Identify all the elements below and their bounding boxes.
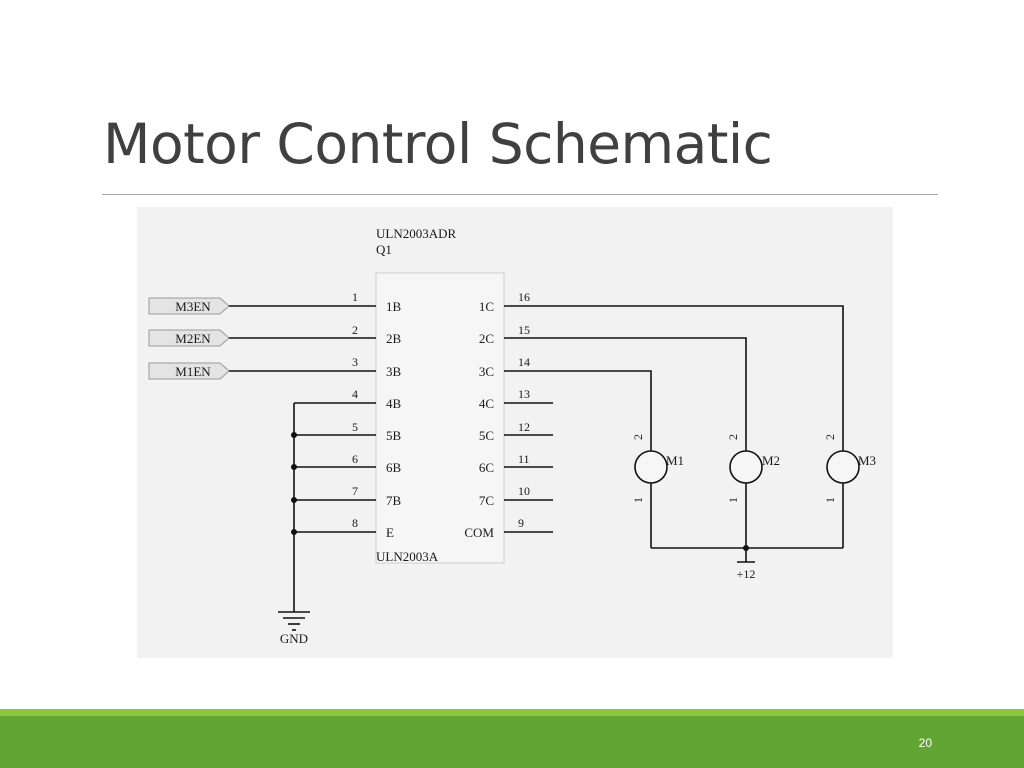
svg-text:M3EN: M3EN — [175, 299, 211, 314]
svg-text:M2EN: M2EN — [175, 331, 211, 346]
pin-name: 2C — [479, 331, 494, 346]
motor-pin-number: 1 — [823, 497, 837, 503]
pin-number: 14 — [518, 355, 530, 369]
pin-name: 4B — [386, 396, 402, 411]
pin-name: 6C — [479, 460, 494, 475]
footer-accent-stripe — [0, 709, 1024, 716]
pin-name: 1C — [479, 299, 494, 314]
pin-name: 2B — [386, 331, 402, 346]
motor-pin-number: 2 — [823, 434, 837, 440]
chip-footer-label: ULN2003A — [376, 549, 439, 564]
pin-name: 3C — [479, 364, 494, 379]
pin-number: 1 — [352, 290, 358, 304]
pin-number: 12 — [518, 420, 530, 434]
chip-designator: Q1 — [376, 242, 392, 257]
supply-wiring — [650, 483, 844, 562]
ground-bus — [291, 403, 297, 612]
motor-pin-number: 2 — [631, 434, 645, 440]
pin-number: 5 — [352, 420, 358, 434]
motor-control-schematic: ULN2003ADR Q1 ULN2003A 1 2 3 4 5 6 7 8 1… — [137, 207, 893, 658]
motor-pin-number: 1 — [726, 497, 740, 503]
pin-name: 7C — [479, 493, 494, 508]
pin-name: 3B — [386, 364, 402, 379]
pin-name: 6B — [386, 460, 402, 475]
ground-label: GND — [280, 631, 308, 646]
pin-name: E — [386, 525, 394, 540]
left-pin-stubs — [294, 305, 376, 533]
net-label-m2en: M2EN — [148, 329, 336, 347]
motor-label: M2 — [762, 453, 780, 468]
pin-number: 13 — [518, 387, 530, 401]
net-label-m1en: M1EN — [148, 362, 336, 380]
pin-number: 8 — [352, 516, 358, 530]
chip-part-number: ULN2003ADR — [376, 226, 456, 241]
motor-label: M1 — [666, 453, 684, 468]
ground-symbol — [278, 611, 310, 631]
footer-bar — [0, 716, 1024, 768]
pin-name: 1B — [386, 299, 402, 314]
pin-number: 4 — [352, 387, 358, 401]
pin-number: 2 — [352, 323, 358, 337]
pin-number: 9 — [518, 516, 524, 530]
pin-name: 5C — [479, 428, 494, 443]
motor-pin-number: 1 — [631, 497, 645, 503]
pin-name: 7B — [386, 493, 402, 508]
motor-pin-number: 2 — [726, 434, 740, 440]
svg-text:M1EN: M1EN — [175, 364, 211, 379]
slide-title: Motor Control Schematic — [103, 112, 773, 176]
net-label-m3en: M3EN — [148, 297, 336, 315]
right-pin-stubs — [504, 305, 553, 533]
pin-number: 16 — [518, 290, 530, 304]
motor-label: M3 — [858, 453, 876, 468]
pin-number: 11 — [518, 452, 530, 466]
page-number: 20 — [918, 736, 932, 750]
supply-label: +12 — [737, 567, 756, 581]
pin-number: 7 — [352, 484, 358, 498]
motor-m2: 2 1 M2 — [726, 434, 780, 503]
pin-number: 15 — [518, 323, 530, 337]
pin-number: 3 — [352, 355, 358, 369]
pin-name: 4C — [479, 396, 494, 411]
title-divider — [102, 194, 938, 195]
schematic-background — [137, 207, 893, 658]
pin-name: COM — [464, 525, 494, 540]
pin-number: 10 — [518, 484, 530, 498]
pin-number: 6 — [352, 452, 358, 466]
uln2003-chip-body — [375, 272, 505, 564]
pin-name: 5B — [386, 428, 402, 443]
collector-wiring — [553, 305, 844, 452]
